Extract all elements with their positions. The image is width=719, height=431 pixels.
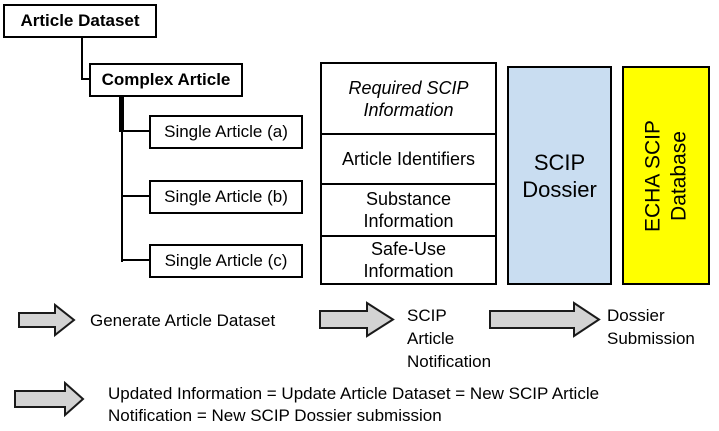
connector-line (123, 130, 149, 132)
scip-dossier-box: SCIP Dossier (507, 66, 612, 285)
flow-arrow-icon (14, 381, 85, 417)
table-row-substance-information: Substance Information (322, 185, 495, 237)
article-dataset-box: Article Dataset (3, 4, 157, 38)
step-label-generate-article-dataset: Generate Article Dataset (90, 311, 276, 330)
table-row-article-identifiers: Article Identifiers (322, 135, 495, 185)
table-header-required-scip-information: Required SCIP Information (322, 64, 495, 135)
flow-arrow-icon (319, 301, 395, 338)
required-scip-information-table: Required SCIP Information Article Identi… (320, 62, 497, 285)
flow-arrow-icon (489, 301, 601, 338)
single-article-b-box: Single Article (b) (149, 180, 303, 214)
connector-line (121, 97, 123, 262)
echa-scip-database-label: ECHA SCIP Database (641, 119, 690, 232)
table-row-safe-use-information: Safe-Use Information (363, 239, 454, 281)
connector-line (81, 38, 83, 80)
step-label-scip-article-notification: SCIP Article Notification (407, 306, 492, 371)
step-label-dossier-submission: Dossier Submission (607, 306, 695, 348)
connector-line (123, 259, 149, 261)
update-cycle-note: Updated Information = Update Article Dat… (108, 384, 600, 425)
echa-scip-database-box: ECHA SCIP Database (622, 66, 710, 285)
connector-line (81, 78, 90, 80)
connector-line (119, 97, 124, 132)
single-article-a-box: Single Article (a) (149, 115, 303, 149)
flow-arrow-icon (18, 302, 76, 338)
single-article-c-box: Single Article (c) (149, 244, 303, 278)
complex-article-box: Complex Article (89, 63, 243, 97)
connector-line (123, 195, 149, 197)
